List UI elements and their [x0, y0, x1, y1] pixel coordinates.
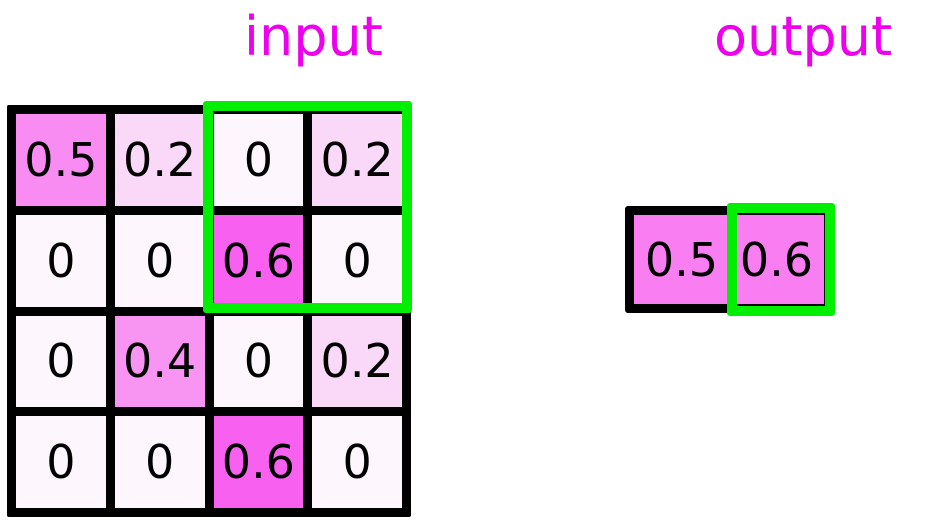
input-cell-r2c0: 0 — [16, 315, 106, 408]
input-matrix: 0.5 0.2 0 0.2 0 0 0.6 0 0 0.4 0 0.2 0 0 … — [7, 105, 411, 517]
input-cell-r1c0: 0 — [16, 214, 106, 307]
input-cell-r3c0: 0 — [16, 416, 106, 508]
input-cell-r1c3: 0 — [312, 214, 402, 307]
input-cell-r2c3: 0.2 — [312, 315, 402, 408]
input-cell-r0c3: 0.2 — [312, 114, 402, 206]
output-cell-r0c1: 0.6 — [729, 215, 824, 304]
input-title: input — [244, 5, 383, 68]
input-cell-r0c1: 0.2 — [114, 114, 205, 206]
input-cell-r2c2: 0 — [213, 315, 304, 408]
input-cell-r0c0: 0.5 — [16, 114, 106, 206]
input-cell-r1c1: 0 — [114, 214, 205, 307]
input-cell-r2c1: 0.4 — [114, 315, 205, 408]
input-cell-r3c2: 0.6 — [213, 416, 304, 508]
input-cell-r0c2: 0 — [213, 114, 304, 206]
output-title: output — [714, 5, 893, 68]
input-cell-r3c3: 0 — [312, 416, 402, 508]
output-matrix: 0.5 0.6 — [625, 206, 833, 313]
output-cell-r0c0: 0.5 — [634, 215, 729, 304]
input-cell-r3c1: 0 — [114, 416, 205, 508]
input-cell-r1c2: 0.6 — [213, 214, 304, 307]
